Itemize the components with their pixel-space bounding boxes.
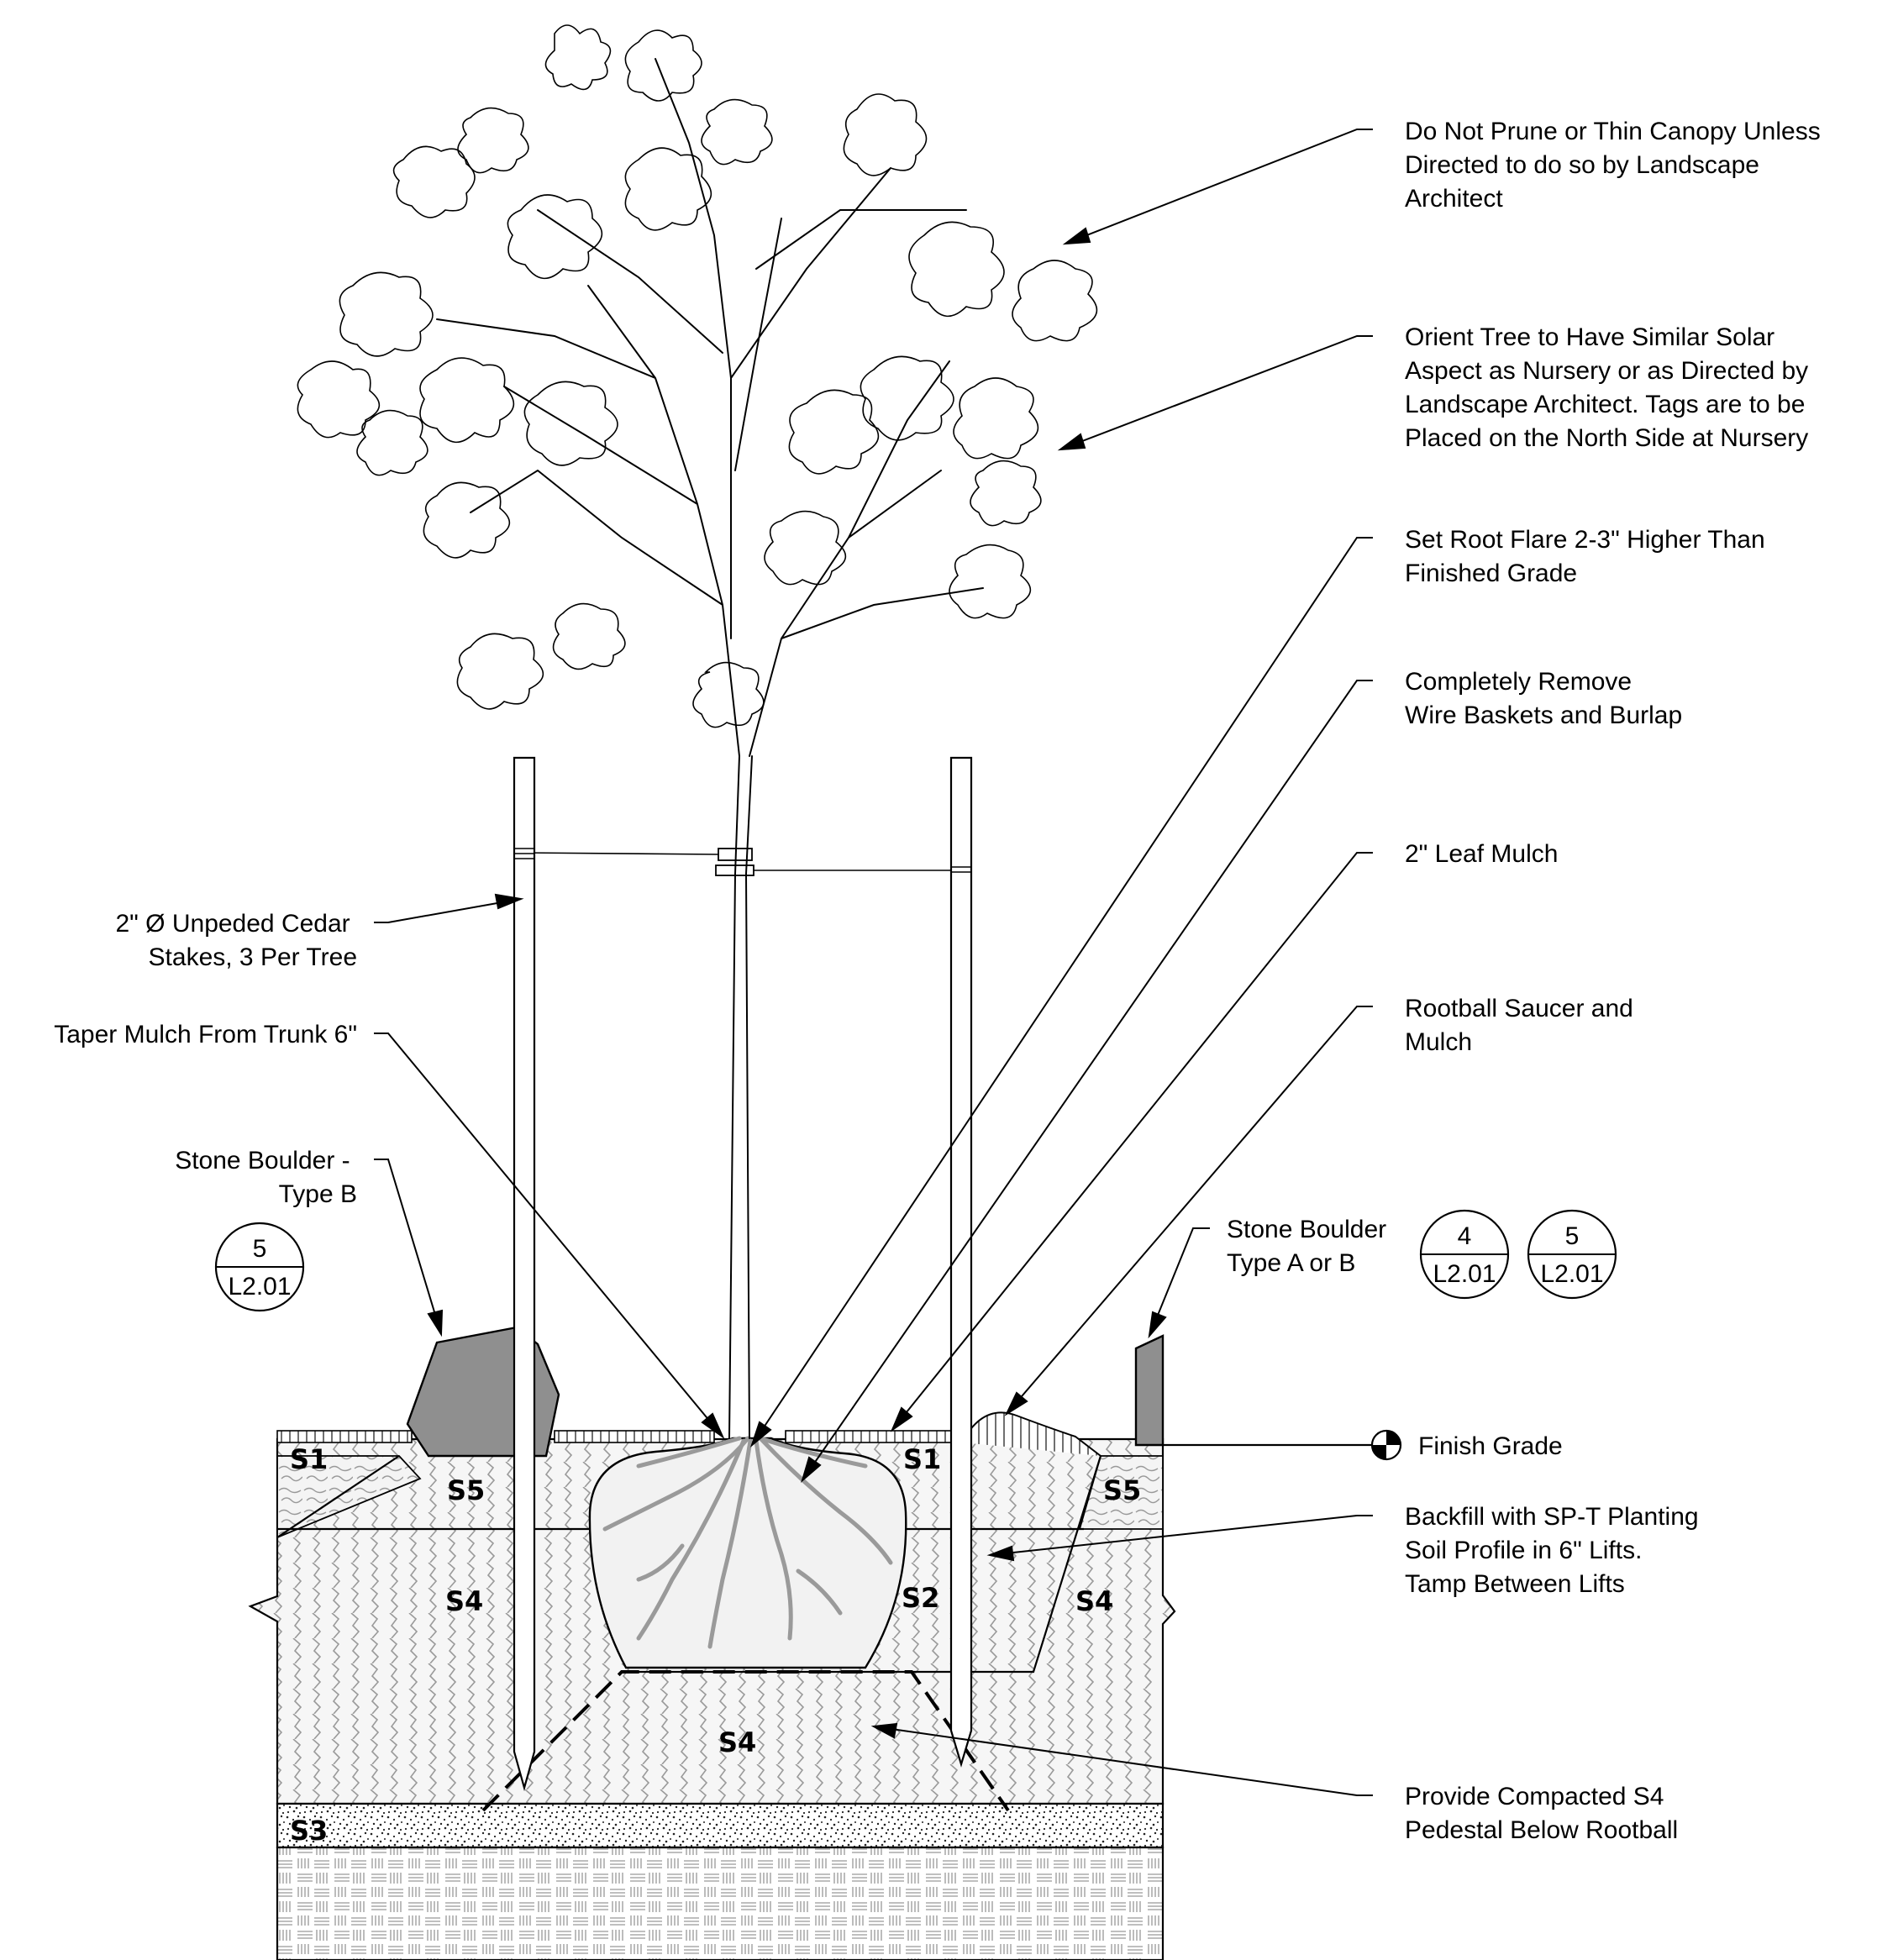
soil-label-s5-right: S5 [1103, 1474, 1141, 1506]
callout-taper-mulch: Taper Mulch From Trunk 6" [54, 1021, 357, 1048]
callout-boulder-ab: Stone Boulder Type A or B [1227, 1216, 1393, 1277]
soil-label-s2: S2 [902, 1582, 939, 1614]
stake-left [513, 756, 536, 1792]
stake-right [949, 756, 973, 1768]
compacted-pedestal [481, 1670, 1010, 1812]
soil-labels: S1 S1 S5 S5 S4 S2 S4 S4 S3 [290, 1443, 1141, 1847]
boulder-right [1134, 1334, 1165, 1447]
subgrade [276, 1846, 1165, 1960]
soil-label-s1-right: S1 [903, 1443, 941, 1475]
callout-orient: Orient Tree to Have Similar Solar Aspect… [1405, 323, 1816, 452]
ref-sheet: L2.01 [228, 1273, 291, 1301]
rootball-saucer [961, 1411, 1101, 1457]
s5-left [276, 1455, 422, 1539]
mulch-mid-right [785, 1430, 963, 1443]
finish-grade-symbol [1370, 1429, 1402, 1461]
ref-sheet: L2.01 [1540, 1260, 1603, 1288]
ref-number: 5 [1565, 1222, 1580, 1250]
trunk [728, 755, 753, 1439]
branches [436, 58, 984, 757]
canopy-foliage [297, 24, 1098, 728]
callout-canopy: Do Not Prune or Thin Canopy Unless Direc… [1405, 118, 1827, 213]
soil-label-s4-right: S4 [1075, 1585, 1113, 1617]
soil-label-s4-pedestal: S4 [718, 1726, 756, 1758]
callout-backfill: Backfill with SP-T Planting Soil Profile… [1405, 1503, 1706, 1598]
leader-lines [374, 129, 1373, 1796]
soil-label-s1-left: S1 [290, 1443, 328, 1475]
boulder-left [406, 1326, 560, 1458]
rootball [588, 1437, 907, 1669]
stakes [513, 756, 973, 1792]
callout-stakes: 2" Ø Unpeded Cedar Stakes, 3 Per Tree [116, 910, 358, 971]
callout-boulder-b: Stone Boulder - Type B [175, 1147, 357, 1208]
callouts: Do Not Prune or Thin Canopy Unless Direc… [54, 118, 1827, 1844]
callout-leaf-mulch: 2" Leaf Mulch [1405, 840, 1558, 868]
callout-pedestal: Provide Compacted S4 Pedestal Below Root… [1405, 1783, 1678, 1844]
roots [602, 1436, 893, 1649]
soil-label-s3: S3 [290, 1815, 328, 1847]
callout-root-flare: Set Root Flare 2-3" Higher Than Finished… [1405, 526, 1772, 587]
callout-remove-baskets: Completely Remove Wire Baskets and Burla… [1405, 668, 1682, 729]
soil-label-s4-left: S4 [445, 1585, 483, 1617]
tree [297, 24, 1098, 1439]
soil-section [248, 1326, 1385, 1960]
s3-layer [276, 1802, 1165, 1849]
callout-finish-grade: Finish Grade [1418, 1432, 1563, 1460]
mulch-mid-left [554, 1430, 715, 1443]
guy-wire-left [520, 852, 719, 855]
callout-saucer: Rootball Saucer and Mulch [1405, 995, 1640, 1056]
ref-number: 4 [1458, 1222, 1472, 1250]
reference-bubble-2[interactable]: 4 L2.01 [1419, 1209, 1510, 1300]
s5-right [1078, 1455, 1164, 1530]
reference-bubble-1[interactable]: 5 L2.01 [214, 1222, 305, 1312]
soil-label-s5-left: S5 [447, 1474, 485, 1506]
ref-sheet: L2.01 [1433, 1260, 1496, 1288]
ref-number: 5 [253, 1235, 267, 1263]
reference-bubble-3[interactable]: 5 L2.01 [1527, 1209, 1617, 1300]
mulch-left [276, 1430, 413, 1443]
